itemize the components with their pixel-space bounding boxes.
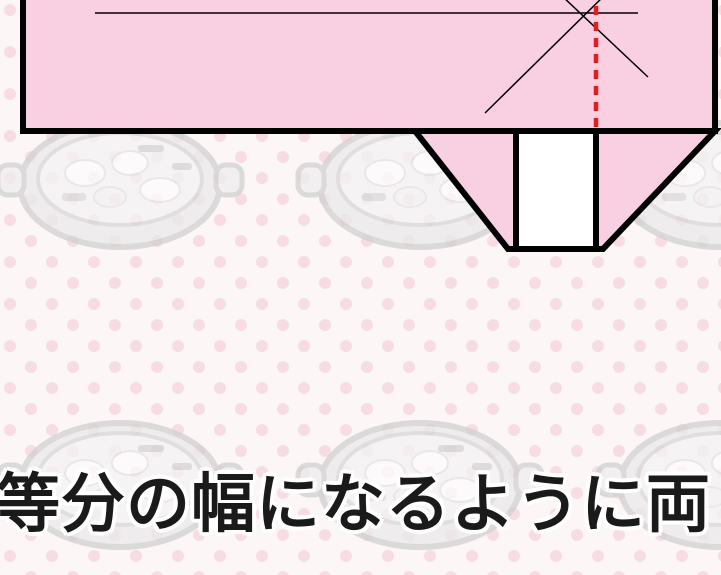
paper-top-band	[20, 0, 718, 134]
folded-paper	[20, 0, 721, 252]
instruction-caption: 等分の幅になるように両	[0, 468, 711, 542]
paper-center-strip	[513, 128, 599, 252]
